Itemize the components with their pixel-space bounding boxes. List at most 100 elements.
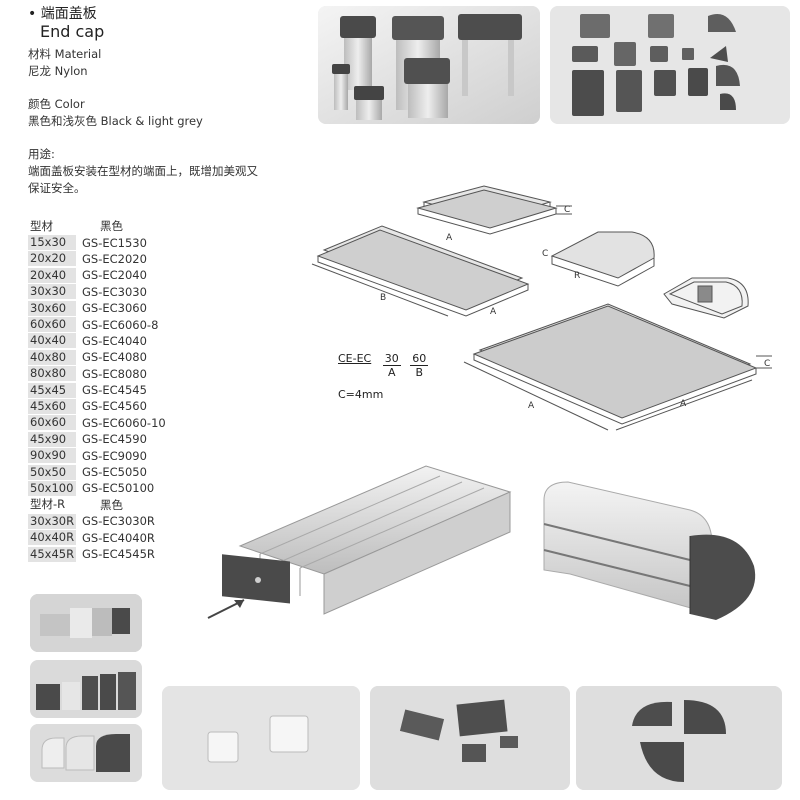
usage-line2: 保证安全。 xyxy=(28,181,86,195)
dim-c-3: C xyxy=(764,359,770,369)
part-code: GS-EC2040 xyxy=(82,268,147,283)
table-header: 型材 黑色 xyxy=(28,218,268,234)
ce-ec-label: CE-EC xyxy=(338,352,372,365)
dim-a-3: A xyxy=(528,401,535,411)
part-code: GS-EC5050 xyxy=(82,465,147,480)
usage-line1: 端面盖板安装在型材的端面上，既增加美观又 xyxy=(28,164,258,178)
dim-c-1: C xyxy=(564,205,570,215)
table-row: 20x20 GS-EC2020 xyxy=(28,251,268,267)
profile-size: 50x50 xyxy=(28,464,76,480)
ce-ec-block: CE-EC 30 A 60 B xyxy=(338,352,429,379)
b-label: B xyxy=(415,366,423,379)
table-row: 30x30 GS-EC3030 xyxy=(28,284,268,300)
table-row: 45x45 GS-EC4545 xyxy=(28,382,268,398)
profile-size: 15x30 xyxy=(28,235,76,251)
profile-size: 30x60 xyxy=(28,300,76,316)
header-color: 黑色 xyxy=(100,219,123,234)
profile-size: 80x80 xyxy=(28,366,76,382)
part-code: GS-EC3030 xyxy=(82,284,147,299)
a-value: 30 xyxy=(382,352,401,366)
part-code: GS-EC50100 xyxy=(82,481,155,496)
part-code: GS-EC3060 xyxy=(82,301,147,316)
table-row: 45x90 GS-EC4590 xyxy=(28,431,268,447)
header-profile: 型材 xyxy=(30,218,53,233)
part-code: GS-EC4080 xyxy=(82,350,147,365)
profile-size: 45x45 xyxy=(28,382,76,398)
part-code: GS-EC4545 xyxy=(82,383,147,398)
photo-small-2 xyxy=(30,660,142,718)
table-row: 50x50 GS-EC5050 xyxy=(28,464,268,480)
table-header-r: 型材-R 黑色 xyxy=(28,497,268,513)
part-code: GS-EC9090 xyxy=(82,448,147,463)
part-code: GS-EC2020 xyxy=(82,251,147,266)
technical-drawings: A B A R C C A A C xyxy=(311,185,772,431)
photo-dark-caps xyxy=(370,686,570,790)
table-row: 30x30R GS-EC3030R xyxy=(28,513,268,529)
profile-size: 30x30R xyxy=(28,513,76,529)
color-label: 颜色 Color xyxy=(28,97,85,111)
dim-a-1: A xyxy=(446,233,453,243)
title-cn: 端面盖板 xyxy=(40,6,97,22)
color-value: 黑色和浅灰色 Black & light grey xyxy=(28,114,203,128)
profile-size: 20x20 xyxy=(28,251,76,267)
table-row: 50x100 GS-EC50100 xyxy=(28,480,268,496)
usage-label: 用途: xyxy=(28,147,55,161)
title-en: End cap xyxy=(40,22,105,41)
dim-a-4: A xyxy=(680,399,687,409)
b-value: 60 xyxy=(410,352,429,366)
dim-a-2: A xyxy=(490,307,497,317)
part-code: GS-EC6060-10 xyxy=(82,415,166,430)
header-color-r: 黑色 xyxy=(100,497,123,512)
photo-light-caps xyxy=(162,686,360,790)
profile-size: 20x40 xyxy=(28,267,76,283)
profile-size: 40x80 xyxy=(28,349,76,365)
table-row: 60x60 GS-EC6060-10 xyxy=(28,415,268,431)
profile-size: 40x40R xyxy=(28,530,76,546)
part-code: GS-EC4560 xyxy=(82,399,147,414)
header-title-cn: • 端面盖板 xyxy=(28,6,97,23)
profile-size: 45x90 xyxy=(28,431,76,447)
profile-size: 50x100 xyxy=(28,480,76,496)
table-row: 40x80 GS-EC4080 xyxy=(28,349,268,365)
profile-size: 60x60 xyxy=(28,415,76,431)
part-code: GS-EC6060-8 xyxy=(82,317,159,332)
profile-with-endcap xyxy=(207,465,512,619)
a-label: A xyxy=(387,366,396,379)
table-row: 45x60 GS-EC4560 xyxy=(28,398,268,414)
profile-size: 90x90 xyxy=(28,448,76,464)
header-profile-r: 型材-R xyxy=(30,497,66,512)
part-code: GS-EC1530 xyxy=(82,235,147,250)
bullet: • xyxy=(28,6,37,22)
profile-size: 40x40 xyxy=(28,333,76,349)
table-row: 20x40 GS-EC2040 xyxy=(28,267,268,283)
material-value: 尼龙 Nylon xyxy=(28,64,88,78)
photo-assorted-caps xyxy=(550,6,790,124)
table-row: 90x90 GS-EC9090 xyxy=(28,447,268,464)
part-code: GS-EC3030R xyxy=(82,514,155,529)
material-label: 材料 Material xyxy=(28,47,102,61)
part-code: GS-EC4545R xyxy=(82,547,155,561)
profile-size: 30x30 xyxy=(28,284,76,300)
dim-b-1: B xyxy=(380,293,386,303)
photo-small-1 xyxy=(30,594,142,652)
table-row: 45x45R GS-EC4545R xyxy=(28,546,268,562)
photo-quarter-round-caps xyxy=(576,686,782,790)
photo-small-3 xyxy=(30,724,142,782)
table-row: 80x80 GS-EC8080 xyxy=(28,366,268,382)
profile-size: 45x60 xyxy=(28,398,76,414)
rounded-profile-photo xyxy=(543,481,756,620)
table-row: 60x60 GS-EC6060-8 xyxy=(28,316,268,333)
c-equation: C=4mm xyxy=(338,388,384,401)
photo-profiles-with-caps xyxy=(318,6,540,124)
table-row: 40x40R GS-EC4040R xyxy=(28,529,268,546)
dim-r: R xyxy=(574,271,580,281)
dim-c-2: C xyxy=(542,249,548,259)
profile-size: 45x45R xyxy=(28,546,76,562)
profile-size: 60x60 xyxy=(28,317,76,333)
table-row: 15x30 GS-EC1530 xyxy=(28,234,268,251)
part-code: GS-EC4590 xyxy=(82,432,147,447)
part-code: GS-EC8080 xyxy=(82,366,147,381)
part-code: GS-EC4040R xyxy=(82,530,155,545)
